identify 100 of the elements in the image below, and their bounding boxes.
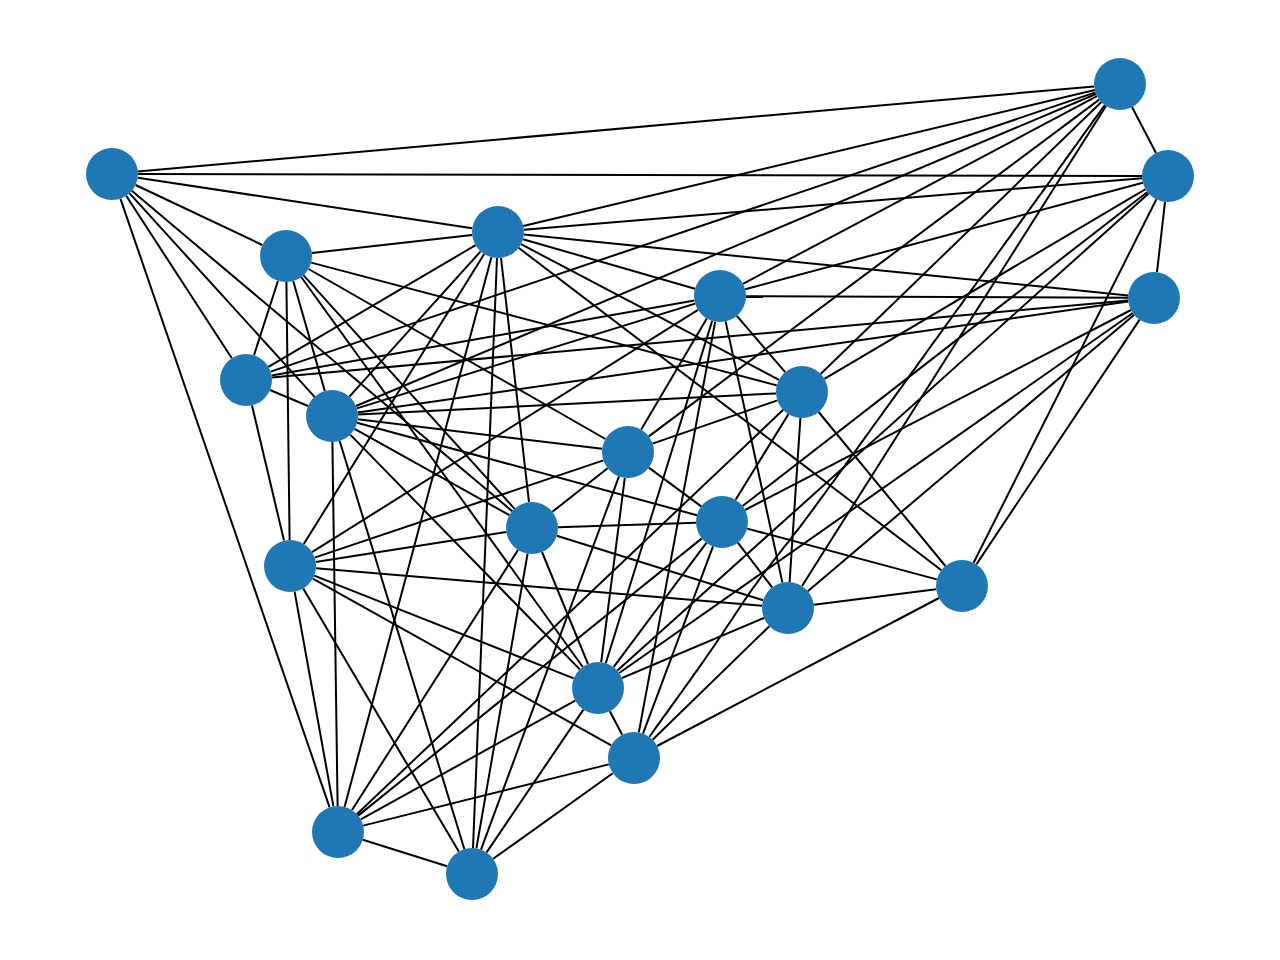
edge-line — [492, 772, 614, 860]
edge-line — [1131, 106, 1157, 154]
edge-line — [310, 234, 474, 254]
edge-line — [314, 531, 508, 563]
edge-line — [972, 198, 1158, 564]
edge-line — [361, 838, 449, 868]
edge-line — [310, 261, 778, 387]
edge-line — [651, 625, 771, 741]
edge-line — [600, 476, 626, 664]
edge-line — [480, 475, 620, 851]
edge-line — [313, 574, 575, 680]
edge-line — [355, 408, 785, 816]
edge-line — [555, 534, 765, 602]
edge-line — [541, 551, 589, 665]
edge-line — [616, 192, 1150, 672]
edge-line — [331, 441, 339, 807]
edge-line — [307, 268, 607, 440]
edge-line — [302, 253, 486, 545]
edge-line — [313, 459, 605, 559]
edge-line — [343, 256, 493, 808]
edge-line — [523, 177, 1143, 231]
edge-line — [806, 313, 1136, 593]
edge-line — [551, 467, 609, 513]
edge-line — [119, 197, 331, 809]
edge-line — [357, 392, 777, 416]
edge-line — [302, 274, 516, 510]
edge-line — [285, 281, 291, 541]
edge-line — [270, 299, 1130, 379]
edge-line — [137, 173, 1143, 177]
edge-line — [362, 763, 610, 827]
edge-line — [356, 300, 1130, 414]
edge-line — [522, 238, 696, 290]
edge-line — [817, 411, 947, 567]
edge-line — [517, 246, 943, 572]
edge-line — [253, 279, 279, 357]
edge-line — [745, 295, 1129, 299]
edge-line — [819, 101, 1103, 375]
edge-line — [338, 439, 466, 851]
edge-line — [300, 276, 584, 668]
edge-line — [359, 699, 577, 821]
edge-line — [742, 95, 1098, 285]
edge-line — [267, 244, 477, 368]
edge-line — [349, 433, 581, 671]
edge-line — [812, 588, 938, 606]
edge-line — [744, 181, 1144, 291]
edge-line — [557, 521, 697, 529]
edge-line — [269, 91, 1097, 373]
edge-line — [355, 93, 1097, 407]
edge-line — [522, 89, 1096, 227]
edge-line — [656, 597, 940, 747]
edge-line — [270, 299, 696, 377]
edge-line — [311, 308, 699, 554]
edge-line — [353, 427, 511, 517]
edge-line — [134, 184, 264, 246]
edge-line — [647, 466, 703, 508]
edge-line — [357, 537, 703, 817]
edge-line — [724, 320, 784, 584]
edge-line — [130, 189, 514, 513]
edge-line — [801, 105, 1107, 587]
edge-line — [355, 302, 697, 410]
edge-line — [311, 577, 613, 747]
edge-line — [975, 318, 1141, 566]
edge-line — [651, 399, 779, 445]
edge-line — [621, 617, 765, 679]
edge-line — [637, 320, 717, 734]
edge-line — [356, 418, 604, 450]
edge-line — [293, 590, 335, 808]
edge-line — [648, 104, 1106, 738]
edge-line — [125, 194, 233, 360]
edge-line — [485, 708, 585, 854]
edge-line — [612, 541, 708, 669]
edge-line — [642, 545, 714, 735]
edge-line — [608, 710, 624, 736]
edge-line — [292, 280, 326, 392]
edge-line — [744, 309, 1132, 511]
edge-line — [356, 421, 698, 517]
edge-line — [251, 404, 285, 542]
edge-line — [741, 191, 1149, 507]
edge-line — [500, 256, 530, 504]
edge-line — [136, 176, 474, 230]
edge-line — [475, 552, 529, 850]
edge-line — [1156, 200, 1166, 274]
edge-line — [647, 98, 1101, 438]
edge-line — [823, 188, 1147, 380]
edge-line — [472, 257, 498, 849]
edge-line — [348, 250, 482, 398]
edge-line — [640, 317, 708, 431]
edge-line — [604, 319, 714, 665]
edge-line — [734, 413, 790, 501]
edge-line — [302, 587, 460, 853]
edge-line — [269, 389, 309, 407]
edge-line — [351, 549, 519, 811]
edge-line — [522, 233, 1130, 297]
edge-line — [136, 85, 1096, 173]
edge-line — [788, 417, 802, 583]
edge-line — [128, 192, 316, 398]
edge-line — [736, 541, 774, 589]
edge-line — [520, 243, 780, 381]
edge-line — [315, 567, 763, 607]
edge-line — [735, 314, 787, 374]
